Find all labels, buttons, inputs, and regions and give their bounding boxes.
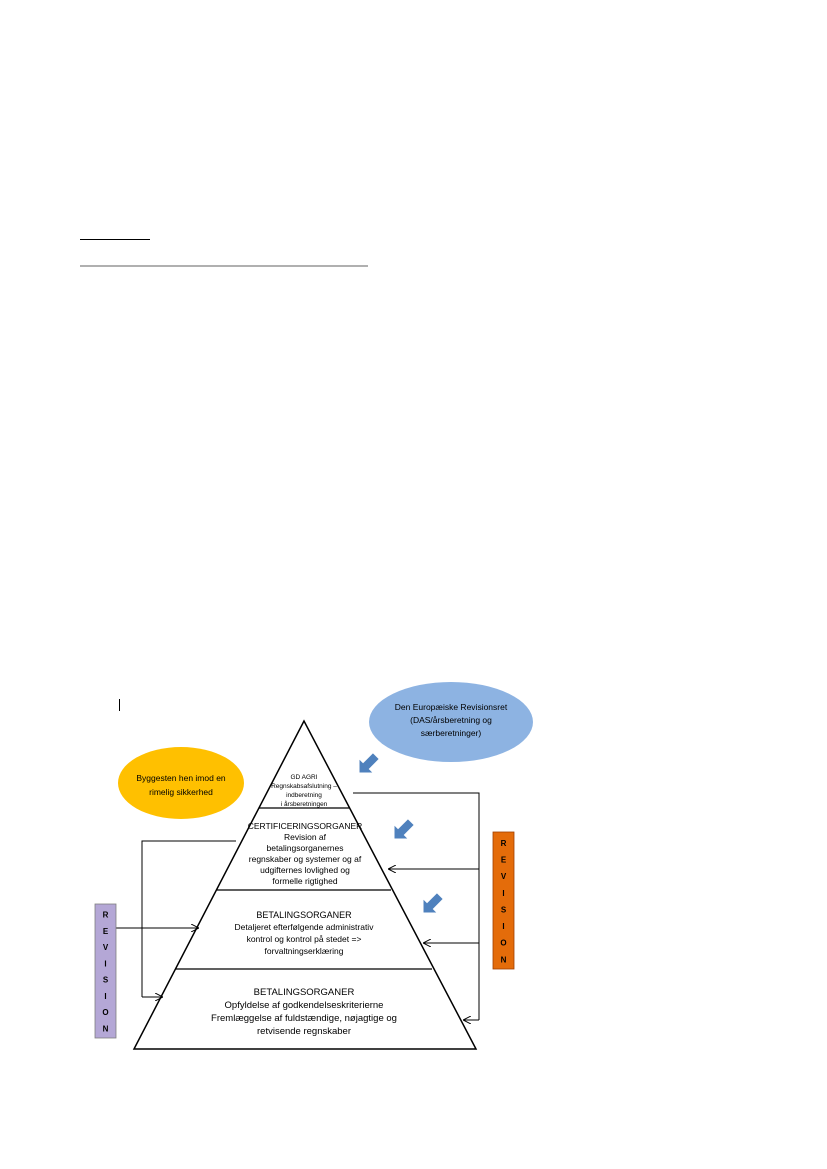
building-blocks-line-2: rimelig sikkerhed [149, 787, 213, 797]
court-of-auditors-line-3: særberetninger) [421, 728, 482, 738]
blue-arrow-1 [359, 753, 379, 773]
revision-left-letter-2: E [103, 927, 109, 936]
blue-arrow-2 [394, 819, 414, 839]
revision-right-letter-1: R [501, 839, 507, 848]
tier2-line-3: regnskaber og systemer og af [249, 854, 362, 864]
revision-box-right [492, 831, 515, 970]
tier4-line-1: Opfyldelse af godkendelseskriterierne [225, 1000, 384, 1011]
tier2-line-5: formelle rigtighed [272, 876, 337, 886]
tier3-line-1: Detaljeret efterfølgende administrativ [235, 922, 375, 932]
revision-right-letter-2: E [501, 856, 507, 865]
tier2-heading: CERTIFICERINGSORGANER [248, 821, 363, 831]
revision-left-letter-3: V [103, 943, 109, 952]
revision-right-letter-8: N [501, 955, 507, 964]
revision-right-letter-3: V [501, 872, 507, 881]
tier1-line-3: indberetning [286, 792, 322, 799]
pyramid-outline [132, 719, 478, 1050]
tier1-line-2: Regnskabsafslutning – [271, 783, 337, 790]
text-cursor-mark [119, 699, 120, 711]
building-blocks-oval [118, 747, 244, 819]
revision-right-letter-7: O [500, 939, 506, 948]
revision-left-letter-6: I [104, 992, 106, 1001]
revision-right-letter-5: S [501, 906, 507, 915]
revision-left-letter-7: O [102, 1008, 108, 1017]
revision-right-letter-4: I [502, 889, 504, 898]
tier4-line-2: Fremlæggelse af fuldstændige, nøjagtige … [211, 1013, 397, 1024]
tier3-heading: BETALINGSORGANER [256, 910, 352, 920]
tier4-heading: BETALINGSORGANER [254, 987, 355, 998]
revision-left-letter-8: N [103, 1025, 109, 1034]
tier3-line-3: forvaltningserklæring [265, 946, 344, 956]
tier4-line-3: retvisende regnskaber [257, 1026, 351, 1037]
tier2-line-1: Revision af [284, 832, 327, 842]
right-bracket-line [353, 792, 480, 1020]
long-horizontal-rule [80, 265, 368, 267]
court-of-auditors-line-2: (DAS/årsberetning og [410, 715, 492, 725]
revision-right-letter-6: I [502, 922, 504, 931]
tier1-line-1: GD AGRI [290, 774, 317, 781]
revision-left-letter-4: I [104, 960, 106, 969]
tier2-line-4: udgifternes lovlighed og [260, 865, 350, 875]
tier2-line-2: betalingsorganernes [266, 843, 343, 853]
revision-box-left [94, 903, 117, 1039]
blue-arrow-3 [423, 893, 443, 913]
tier1-line-4: i årsberetningen [281, 800, 328, 808]
short-horizontal-rule [80, 239, 150, 240]
tier3-line-2: kontrol og kontrol på stedet => [247, 934, 362, 944]
building-blocks-line-1: Byggesten hen imod en [136, 773, 226, 783]
left-bracket-line [141, 840, 236, 997]
court-of-auditors-oval [369, 682, 533, 762]
revision-left-letter-1: R [103, 911, 109, 920]
revision-left-letter-5: S [103, 976, 109, 985]
court-of-auditors-line-1: Den Europæiske Revisionsret [395, 702, 508, 712]
